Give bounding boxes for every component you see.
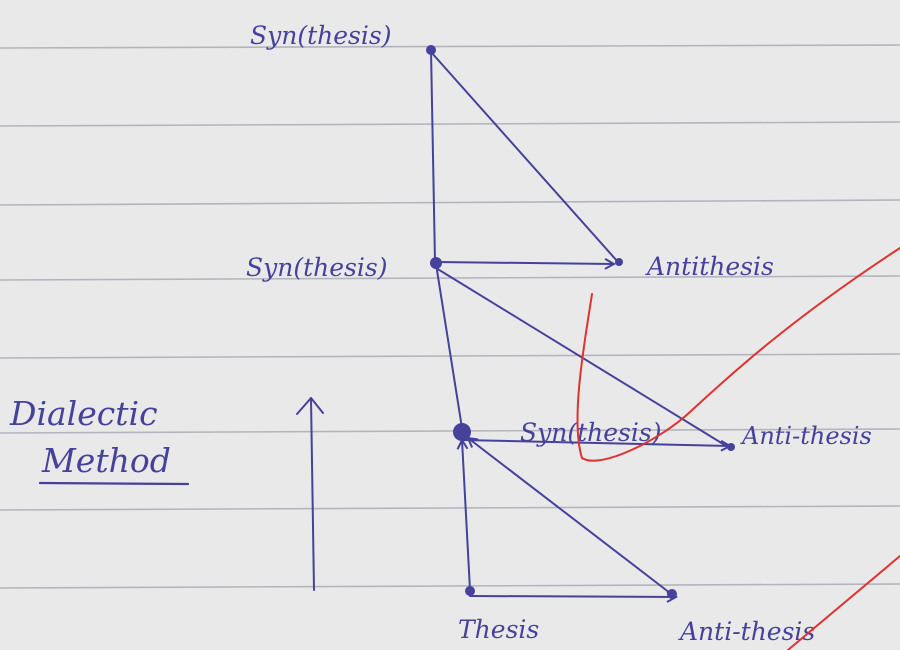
- ruled-lines: [0, 44, 900, 589]
- arrow-thesis-to-antithesis: [469, 596, 676, 597]
- edge-top-synthesis-down: [430, 49, 436, 263]
- node-dot-mid-synthesis: [430, 257, 442, 269]
- label-mid-synthesis: Syn(thesis): [246, 253, 387, 282]
- label-thesis: Thesis: [458, 615, 539, 644]
- arrow-antithesis-up: [468, 438, 671, 594]
- red-correction-marks: [576, 247, 900, 650]
- edge-top-synthesis-to-antithesis: [430, 51, 619, 263]
- diagram-nodes: [426, 45, 735, 599]
- node-dot-top-synthesis: [426, 45, 436, 55]
- node-dot-antithesis-bottom: [667, 589, 677, 599]
- label-antithesis-middle: Anti-thesis: [740, 422, 872, 450]
- node-dot-antithesis-upper: [615, 258, 623, 266]
- arrow-lower-synthesis-to-antithesis: [461, 439, 730, 446]
- upward-arrow-head: [296, 397, 324, 415]
- title-underline: [38, 481, 190, 486]
- label-lower-synthesis: Syn(thesis): [520, 418, 661, 447]
- red-loop-mark: [576, 247, 900, 462]
- arrow-mid-synthesis-to-antithesis: [435, 262, 614, 264]
- node-dot-antithesis-middle: [727, 443, 735, 451]
- edge-mid-synthesis-down: [435, 263, 463, 429]
- diagram-edges: [38, 49, 730, 597]
- node-dot-thesis: [465, 586, 475, 596]
- red-slash-mark: [787, 555, 900, 650]
- arrow-thesis-up: [462, 440, 471, 591]
- title-dialectic: Dialectic: [9, 394, 158, 433]
- title-method: Method: [41, 441, 171, 480]
- label-top-synthesis: Syn(thesis): [250, 21, 391, 50]
- label-antithesis-bottom: Anti-thesis: [678, 617, 815, 646]
- node-dot-lower-synthesis: [453, 423, 471, 441]
- upward-arrow-shaft: [310, 397, 315, 591]
- label-antithesis-upper: Antithesis: [645, 252, 774, 281]
